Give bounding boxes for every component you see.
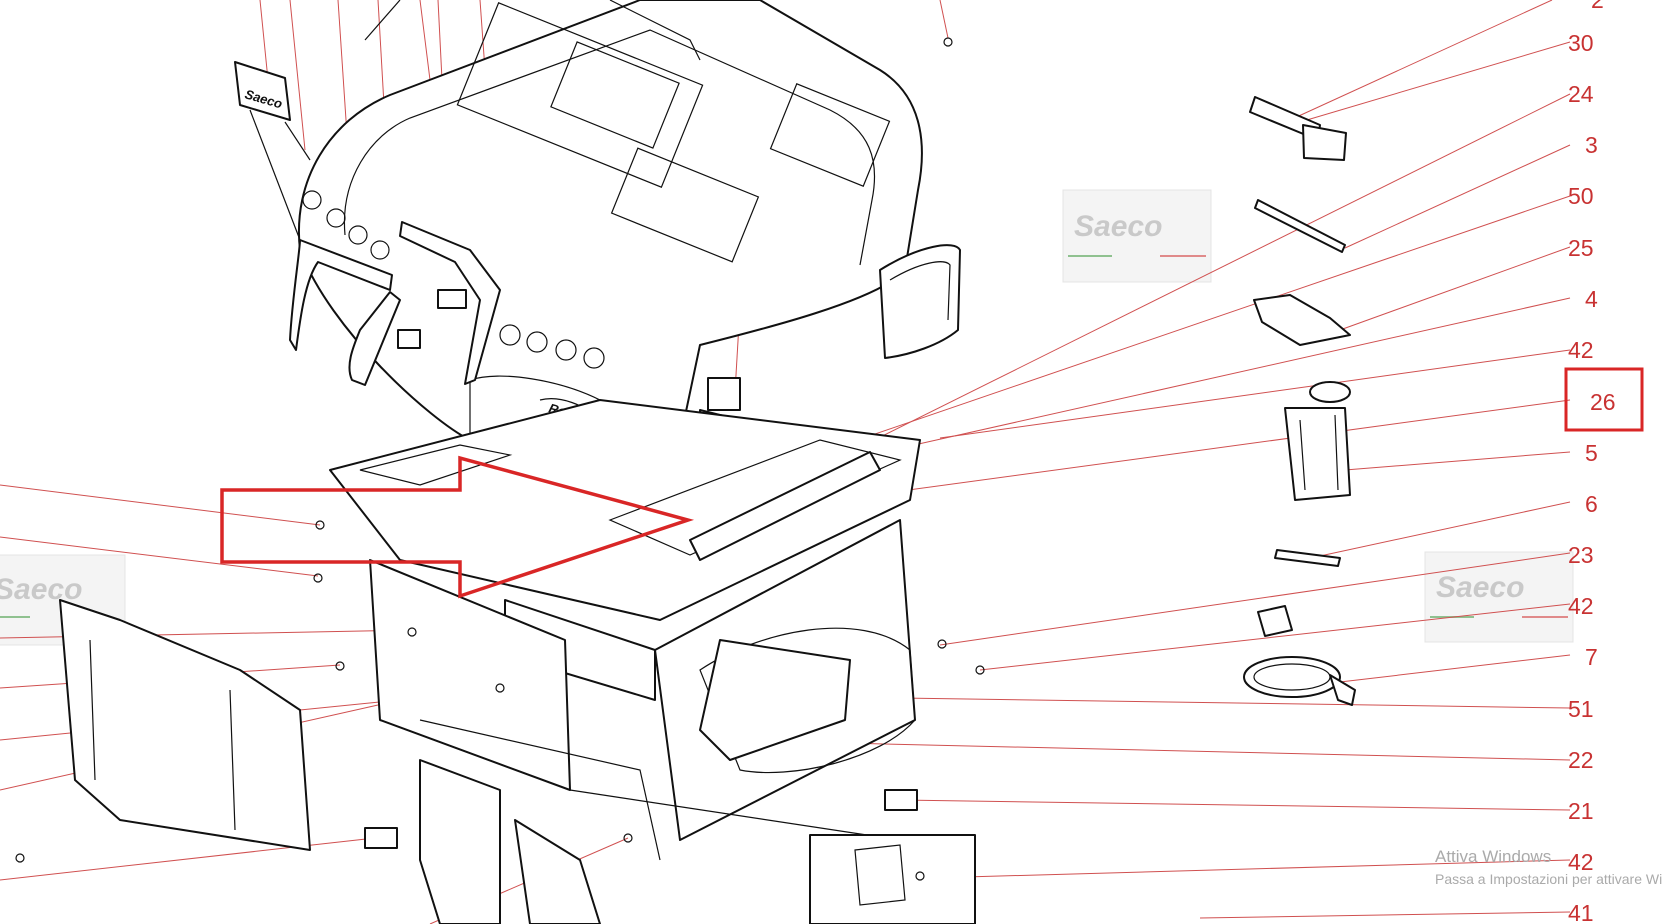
callout-4: 4 [1585,286,1598,312]
callout-42: 42 [1568,593,1594,619]
callout-7: 7 [1585,644,1598,670]
activation-subtitle: Passa a Impostazioni per attivare Wi [1435,871,1662,887]
brand-badge-part: Saeco [234,61,311,241]
callout-numbers: 2 30 24 3 50 25 4 42 26 5 6 23 42 7 51 2… [1568,0,1616,924]
callout-50: 50 [1568,183,1594,209]
base-chassis [59,399,976,924]
callout-26: 26 [1590,389,1616,415]
part-50-grease [1253,294,1351,346]
part-23-connector [1257,605,1293,637]
callout-42: 42 [1568,849,1594,875]
callout-30: 30 [1568,30,1594,56]
screws [15,37,985,881]
callout-21: 21 [1568,798,1594,824]
front-clips [289,221,501,386]
callout-5: 5 [1585,440,1598,466]
watermark-text: Saeco [1074,210,1162,243]
windows-activation-notice: Attiva Windows Passa a Impostazioni per … [1435,847,1662,887]
watermark-right-bottom: Saeco [1424,551,1574,643]
watermark-right-top: Saeco [1062,189,1212,283]
part-7-cable [1243,656,1356,706]
watermark-text: Saeco [1436,571,1524,604]
part-3-rod [1254,199,1346,253]
callout-6: 6 [1585,491,1598,517]
activation-title: Attiva Windows [1435,847,1551,866]
callout-24: 24 [1568,81,1594,107]
callout-23: 23 [1568,542,1594,568]
callout-22: 22 [1568,747,1594,773]
part-2-tube [1249,96,1347,161]
highlight-box-26 [1564,367,1644,432]
callout-2: 2 [1591,0,1604,13]
callout-3: 3 [1585,132,1598,158]
upper-housing: Royal [298,0,923,441]
callout-25: 25 [1568,235,1594,261]
part-6-strip [1274,549,1341,567]
callout-42: 42 [1568,337,1594,363]
part-26-filter [1284,381,1351,501]
callout-51: 51 [1568,696,1594,722]
watermark-text: Saeco [0,573,82,606]
callout-41: 41 [1568,900,1594,924]
highlight-arrow [220,455,695,599]
